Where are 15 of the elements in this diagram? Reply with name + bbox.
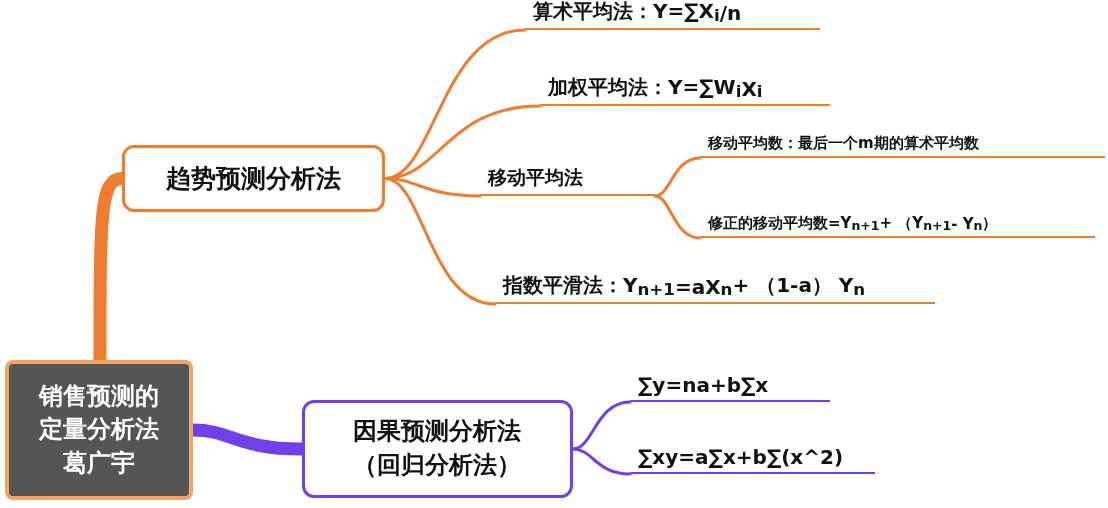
branch-line — [571, 447, 632, 476]
branch-line — [653, 156, 702, 198]
branch-label: 移动平均数：最后一个m期的算术平均数 — [700, 128, 1105, 158]
branch-line — [571, 400, 632, 451]
branch-line — [383, 177, 497, 306]
topic-box: 趋势预测分析法 — [122, 145, 385, 212]
root-box — [5, 360, 193, 500]
branch-label: 算术平均法：Y=∑X$_{i}$/n — [525, 0, 820, 30]
branch-label: ∑xy=a∑x+b∑(x^2) — [630, 438, 875, 474]
root-title: 销售预测的定量分析法 — [37, 380, 160, 446]
branch-label: ∑y=na+b∑x — [630, 368, 830, 402]
branch-line — [653, 194, 702, 240]
author-name: 葛广宇 — [62, 447, 136, 479]
branch-label: 移动平均法 — [480, 160, 655, 196]
topic-box: 因果预测分析法（回归分析法） — [302, 400, 573, 498]
